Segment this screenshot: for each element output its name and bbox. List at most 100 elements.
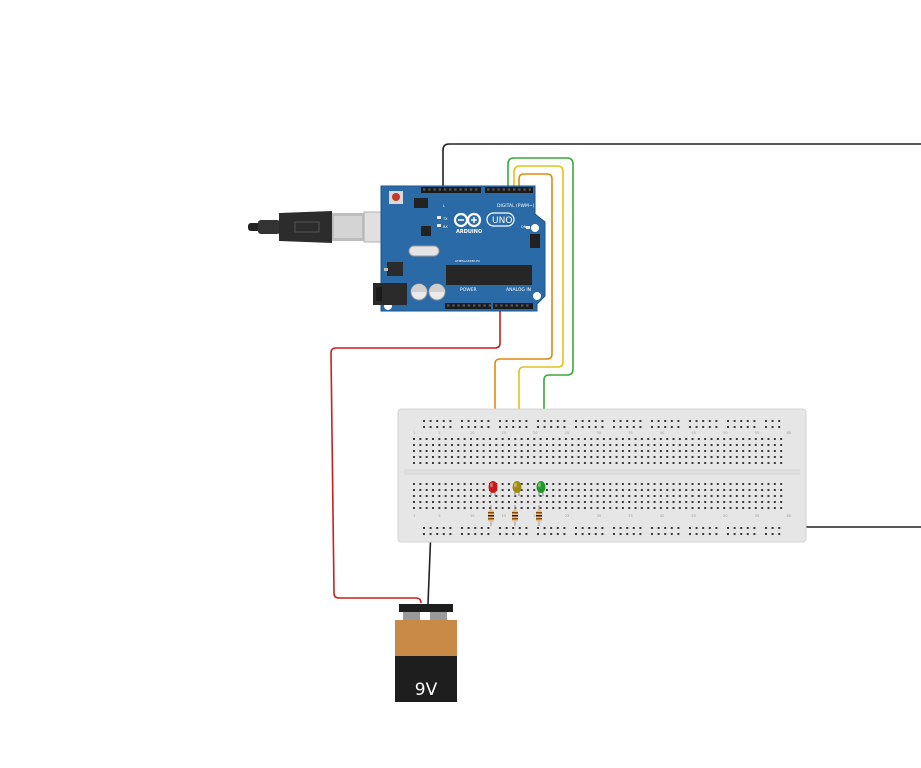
terminal-hole[interactable] [590, 501, 593, 503]
terminal-hole[interactable] [425, 507, 428, 509]
terminal-hole[interactable] [558, 507, 561, 509]
wire-orange[interactable] [494, 173, 553, 482]
rail-hole[interactable] [429, 420, 432, 422]
terminal-hole[interactable] [571, 462, 574, 464]
terminal-hole[interactable] [767, 444, 770, 446]
rail-hole[interactable] [436, 527, 439, 529]
terminal-hole[interactable] [615, 495, 618, 497]
terminal-hole[interactable] [457, 489, 460, 491]
resistor-green[interactable] [536, 505, 542, 526]
terminal-hole[interactable] [780, 438, 783, 440]
terminal-hole[interactable] [621, 462, 624, 464]
rail-hole[interactable] [518, 527, 521, 529]
terminal-hole[interactable] [602, 438, 605, 440]
terminal-hole[interactable] [583, 444, 586, 446]
terminal-hole[interactable] [564, 501, 567, 503]
terminal-hole[interactable] [685, 438, 688, 440]
terminal-hole[interactable] [469, 507, 472, 509]
terminal-hole[interactable] [621, 507, 624, 509]
terminal-hole[interactable] [761, 462, 764, 464]
rail-hole[interactable] [575, 527, 577, 529]
rail-hole[interactable] [708, 426, 711, 428]
terminal-hole[interactable] [457, 495, 460, 497]
rail-hole[interactable] [550, 533, 553, 535]
terminal-hole[interactable] [697, 507, 700, 509]
rail-hole[interactable] [778, 426, 781, 428]
terminal-hole[interactable] [685, 450, 688, 452]
rail-hole[interactable] [601, 426, 604, 428]
terminal-hole[interactable] [590, 450, 593, 452]
rail-hole[interactable] [563, 426, 566, 428]
terminal-hole[interactable] [672, 444, 675, 446]
terminal-hole[interactable] [526, 462, 529, 464]
rail-hole[interactable] [601, 533, 604, 535]
terminal-hole[interactable] [602, 450, 605, 452]
terminal-hole[interactable] [773, 495, 776, 497]
terminal-hole[interactable] [735, 489, 738, 491]
header-pin[interactable] [513, 188, 516, 191]
terminal-hole[interactable] [495, 507, 498, 509]
rail-hole[interactable] [449, 426, 452, 428]
terminal-hole[interactable] [742, 495, 745, 497]
terminal-hole[interactable] [634, 507, 637, 509]
rail-hole[interactable] [765, 426, 767, 428]
terminal-hole[interactable] [545, 450, 548, 452]
terminal-hole[interactable] [678, 438, 681, 440]
terminal-hole[interactable] [666, 462, 669, 464]
rail-hole[interactable] [664, 426, 667, 428]
rail-hole[interactable] [499, 426, 501, 428]
rail-hole[interactable] [733, 426, 736, 428]
terminal-hole[interactable] [488, 438, 491, 440]
rail-hole[interactable] [778, 420, 781, 422]
terminal-hole[interactable] [666, 456, 669, 458]
header-pin[interactable] [502, 188, 505, 191]
terminal-hole[interactable] [469, 483, 472, 485]
header-pin[interactable] [492, 188, 495, 191]
rail-hole[interactable] [588, 533, 591, 535]
terminal-hole[interactable] [647, 489, 650, 491]
terminal-hole[interactable] [710, 444, 713, 446]
rail-hole[interactable] [746, 426, 749, 428]
rail-hole[interactable] [575, 426, 577, 428]
terminal-hole[interactable] [577, 507, 580, 509]
terminal-hole[interactable] [754, 438, 757, 440]
header-pin[interactable] [478, 304, 481, 307]
header-pin[interactable] [469, 188, 473, 191]
terminal-hole[interactable] [653, 507, 656, 509]
terminal-hole[interactable] [476, 462, 479, 464]
terminal-hole[interactable] [539, 438, 542, 440]
terminal-hole[interactable] [609, 495, 612, 497]
terminal-hole[interactable] [450, 507, 453, 509]
terminal-hole[interactable] [678, 444, 681, 446]
terminal-hole[interactable] [413, 483, 415, 485]
terminal-hole[interactable] [672, 507, 675, 509]
terminal-hole[interactable] [653, 438, 656, 440]
terminal-hole[interactable] [425, 489, 428, 491]
terminal-hole[interactable] [583, 438, 586, 440]
terminal-hole[interactable] [634, 444, 637, 446]
terminal-hole[interactable] [761, 450, 764, 452]
terminal-hole[interactable] [577, 450, 580, 452]
terminal-hole[interactable] [710, 462, 713, 464]
rail-hole[interactable] [695, 527, 698, 529]
rail-hole[interactable] [702, 533, 705, 535]
rail-hole[interactable] [480, 420, 483, 422]
terminal-hole[interactable] [716, 438, 719, 440]
terminal-hole[interactable] [634, 456, 637, 458]
terminal-hole[interactable] [413, 444, 415, 446]
terminal-hole[interactable] [501, 489, 504, 491]
rail-hole[interactable] [594, 533, 597, 535]
terminal-hole[interactable] [482, 450, 485, 452]
rail-hole[interactable] [442, 527, 445, 529]
terminal-hole[interactable] [773, 462, 776, 464]
terminal-hole[interactable] [742, 438, 745, 440]
rail-hole[interactable] [689, 527, 691, 529]
terminal-hole[interactable] [419, 444, 422, 446]
terminal-hole[interactable] [533, 444, 536, 446]
terminal-hole[interactable] [545, 438, 548, 440]
terminal-hole[interactable] [748, 483, 751, 485]
terminal-hole[interactable] [710, 450, 713, 452]
terminal-hole[interactable] [628, 438, 631, 440]
terminal-hole[interactable] [444, 462, 447, 464]
terminal-hole[interactable] [634, 489, 637, 491]
